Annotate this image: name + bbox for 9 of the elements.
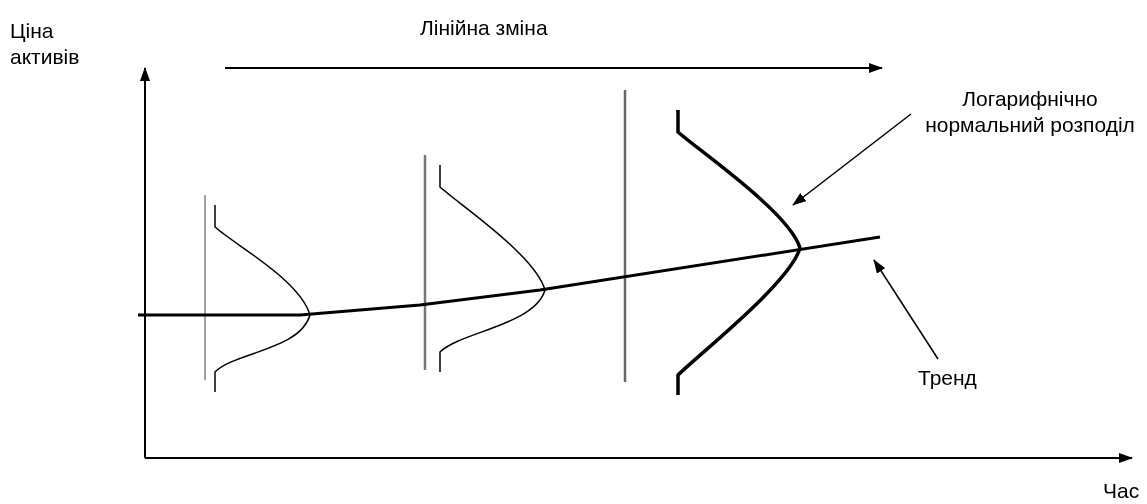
leader-arrow bbox=[873, 259, 939, 360]
callout-text: Тренд bbox=[918, 365, 977, 391]
trend-line bbox=[138, 235, 881, 317]
axis-label: Час bbox=[1103, 478, 1140, 504]
axis-label: Ціна активів bbox=[10, 18, 81, 70]
lognormal-curve bbox=[676, 110, 802, 395]
leader-arrow bbox=[792, 113, 912, 206]
callout-text: Логарифнічно нормальний розподіл bbox=[915, 86, 1145, 138]
direction-label: Лінійна зміна bbox=[420, 15, 548, 41]
